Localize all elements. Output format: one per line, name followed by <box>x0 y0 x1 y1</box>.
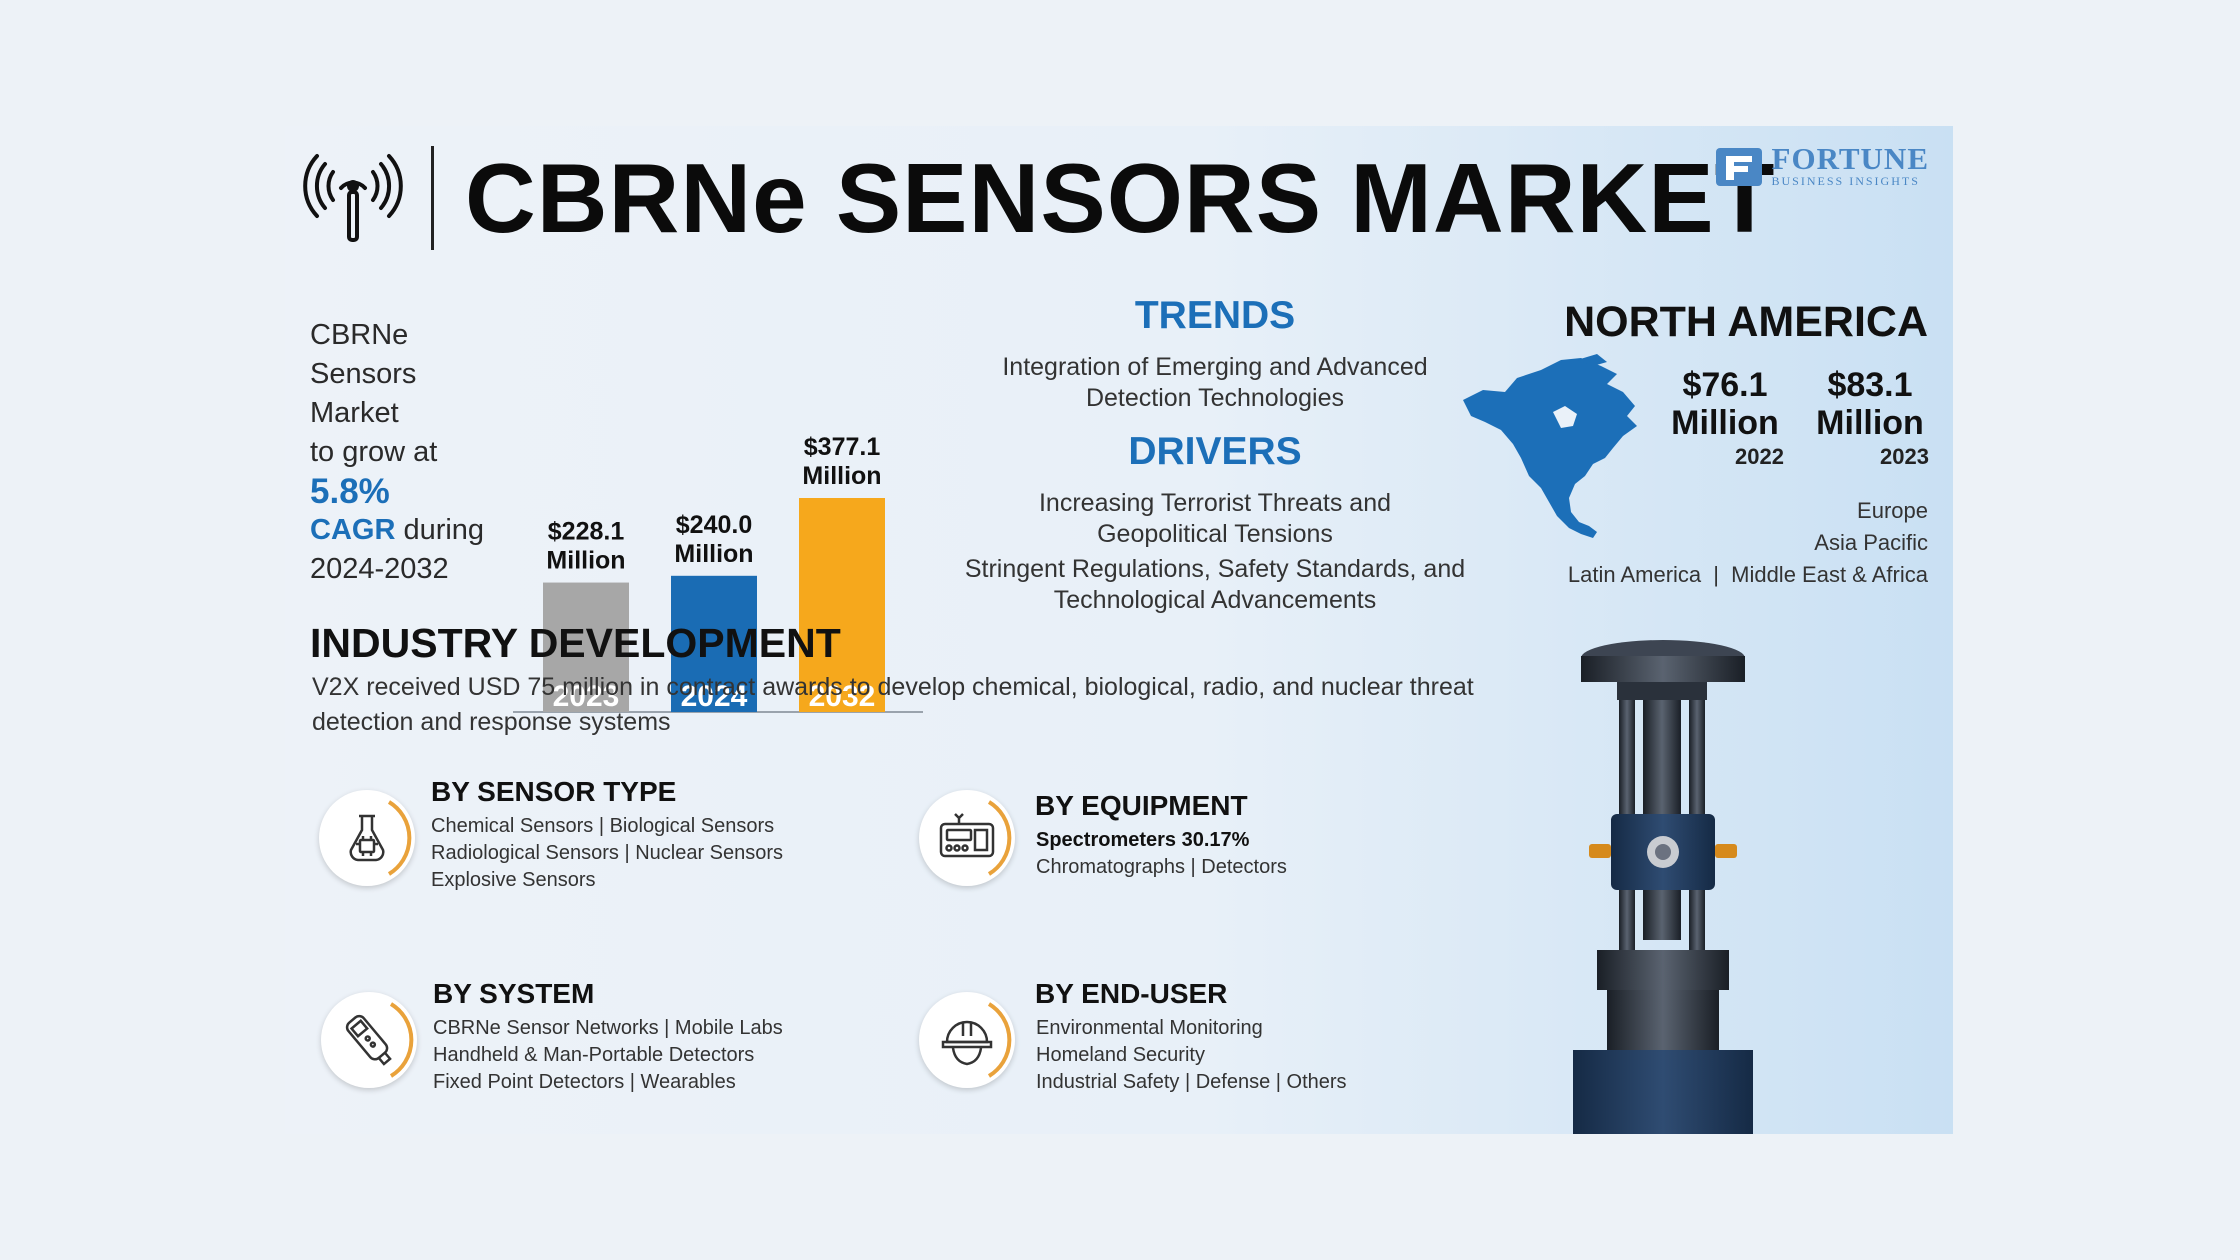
drivers-heading: DRIVERS <box>1128 430 1302 473</box>
antenna-icon <box>303 154 403 242</box>
bar-2023 <box>543 582 629 712</box>
sensor-type-icon-badge <box>319 790 415 886</box>
na-stat-value: $83.1 <box>1827 366 1913 404</box>
spectrometer-icon <box>939 800 1012 876</box>
sensor-type-line: Chemical Sensors | Biological Sensors <box>431 815 775 837</box>
system-line: Handheld & Man-Portable Detectors <box>433 1044 755 1066</box>
system-list: CBRNe Sensor Networks | Mobile Labs Hand… <box>433 1015 783 1096</box>
end-user-heading: BY END-USER <box>1035 978 1228 1009</box>
end-user-line: Industrial Safety | Defense | Others <box>1036 1071 1347 1093</box>
bar-category-label: 2023 <box>553 680 620 713</box>
intro-line: to grow at <box>310 436 438 468</box>
market-growth-summary: CBRNe Sensors Market to grow at 5.8% CAG… <box>310 316 484 589</box>
cbrne-sensor-device-image <box>1573 640 1753 1134</box>
equipment-icon-badge <box>919 790 1015 886</box>
end-user-line: Homeland Security <box>1036 1044 1205 1066</box>
logo-sub-text: BUSINESS INSIGHTS <box>1771 174 1920 188</box>
sensor-type-heading: BY SENSOR TYPE <box>431 776 677 807</box>
trends-line: Detection Technologies <box>1085 384 1345 412</box>
cagr-label: CAGR <box>310 514 396 546</box>
sensor-type-line: Explosive Sensors <box>431 869 596 891</box>
region-latin-america: Latin America <box>1567 562 1702 587</box>
na-stat-year: 2023 <box>1880 444 1929 469</box>
region-separator: | <box>1713 562 1719 587</box>
sensor-type-list: Chemical Sensors | Biological Sensors Ra… <box>431 813 783 894</box>
na-stat-value: $76.1 <box>1682 366 1768 404</box>
intro-line: CBRNe <box>310 319 409 351</box>
forecast-period: 2024-2032 <box>310 553 449 585</box>
na-stat-unit: Million <box>1671 404 1779 442</box>
flask-chip-icon <box>349 800 412 876</box>
region-middle-east-africa: Middle East & Africa <box>1731 562 1928 587</box>
equipment-heading: BY EQUIPMENT <box>1035 790 1248 821</box>
infographic-card: CBRNe SENSORS MARKET FORTUNE BUSINESS IN… <box>285 126 1953 1134</box>
driver-line: Technological Advancements <box>1053 586 1377 614</box>
system-line: CBRNe Sensor Networks | Mobile Labs <box>433 1017 783 1039</box>
north-america-heading: NORTH AMERICA <box>1564 298 1928 346</box>
hard-hat-icon <box>941 1002 1012 1078</box>
system-heading: BY SYSTEM <box>433 978 595 1009</box>
equipment-list: Spectrometers 30.17% Chromatographs | De… <box>1036 827 1287 881</box>
logo-main-text: FORTUNE <box>1771 141 1929 176</box>
trends-line: Integration of Emerging and Advanced <box>1002 353 1428 381</box>
bar-2024 <box>671 575 757 712</box>
sensor-type-line: Radiological Sensors | Nuclear Sensors <box>431 842 784 864</box>
region-europe: Europe <box>1857 498 1928 523</box>
region-list-bottom: Latin America | Middle East & Africa <box>1568 562 1928 588</box>
fortune-logo-icon <box>1715 147 1762 186</box>
region-asia-pacific: Asia Pacific <box>1814 530 1928 555</box>
trends-heading: TRENDS <box>1134 294 1296 337</box>
intro-line: Sensors <box>310 358 417 390</box>
equipment-line: Chromatographs | Detectors <box>1036 856 1287 878</box>
intro-during: during <box>395 514 485 546</box>
intro-line: Market <box>310 397 399 429</box>
handheld-detector-icon <box>345 1002 414 1078</box>
driver-line: Stringent Regulations, Safety Standards,… <box>964 555 1466 583</box>
driver-item-terrorist-threats: Increasing Terrorist Threats and Geopoli… <box>955 488 1475 550</box>
end-user-list: Environmental Monitoring Homeland Securi… <box>1036 1015 1347 1096</box>
na-stat-unit: Million <box>1816 404 1924 442</box>
page-title: CBRNe SENSORS MARKET <box>465 143 1776 253</box>
driver-line: Geopolitical Tensions <box>1097 520 1333 548</box>
end-user-line: Environmental Monitoring <box>1036 1017 1263 1039</box>
industry-development-heading: INDUSTRY DEVELOPMENT <box>310 620 841 666</box>
na-stat-year: 2022 <box>1735 444 1784 469</box>
driver-line: Increasing Terrorist Threats and <box>1038 489 1392 517</box>
industry-development-text: V2X received USD 75 million in contract … <box>312 673 1474 736</box>
end-user-icon-badge <box>919 992 1015 1088</box>
driver-item-regulations: Stringent Regulations, Safety Standards,… <box>955 554 1475 616</box>
bar-category-label: 2024 <box>681 680 748 713</box>
bar-2032 <box>799 498 885 712</box>
brand-logo: FORTUNE BUSINESS INSIGHTS <box>1714 141 1929 189</box>
cagr-rate: 5.8% <box>310 472 390 511</box>
trends-text: Integration of Emerging and Advanced Det… <box>955 352 1475 414</box>
header-divider <box>431 146 434 250</box>
na-stat-2023: $83.1 Million 2023 <box>1805 366 1935 470</box>
na-stat-2022: $76.1 Million 2022 <box>1660 366 1790 470</box>
north-america-map-icon <box>1463 354 1637 538</box>
equipment-highlight: Spectrometers 30.17% <box>1036 829 1250 851</box>
bar-category-label: 2032 <box>809 680 876 713</box>
system-icon-badge <box>321 992 417 1088</box>
system-line: Fixed Point Detectors | Wearables <box>433 1071 736 1093</box>
